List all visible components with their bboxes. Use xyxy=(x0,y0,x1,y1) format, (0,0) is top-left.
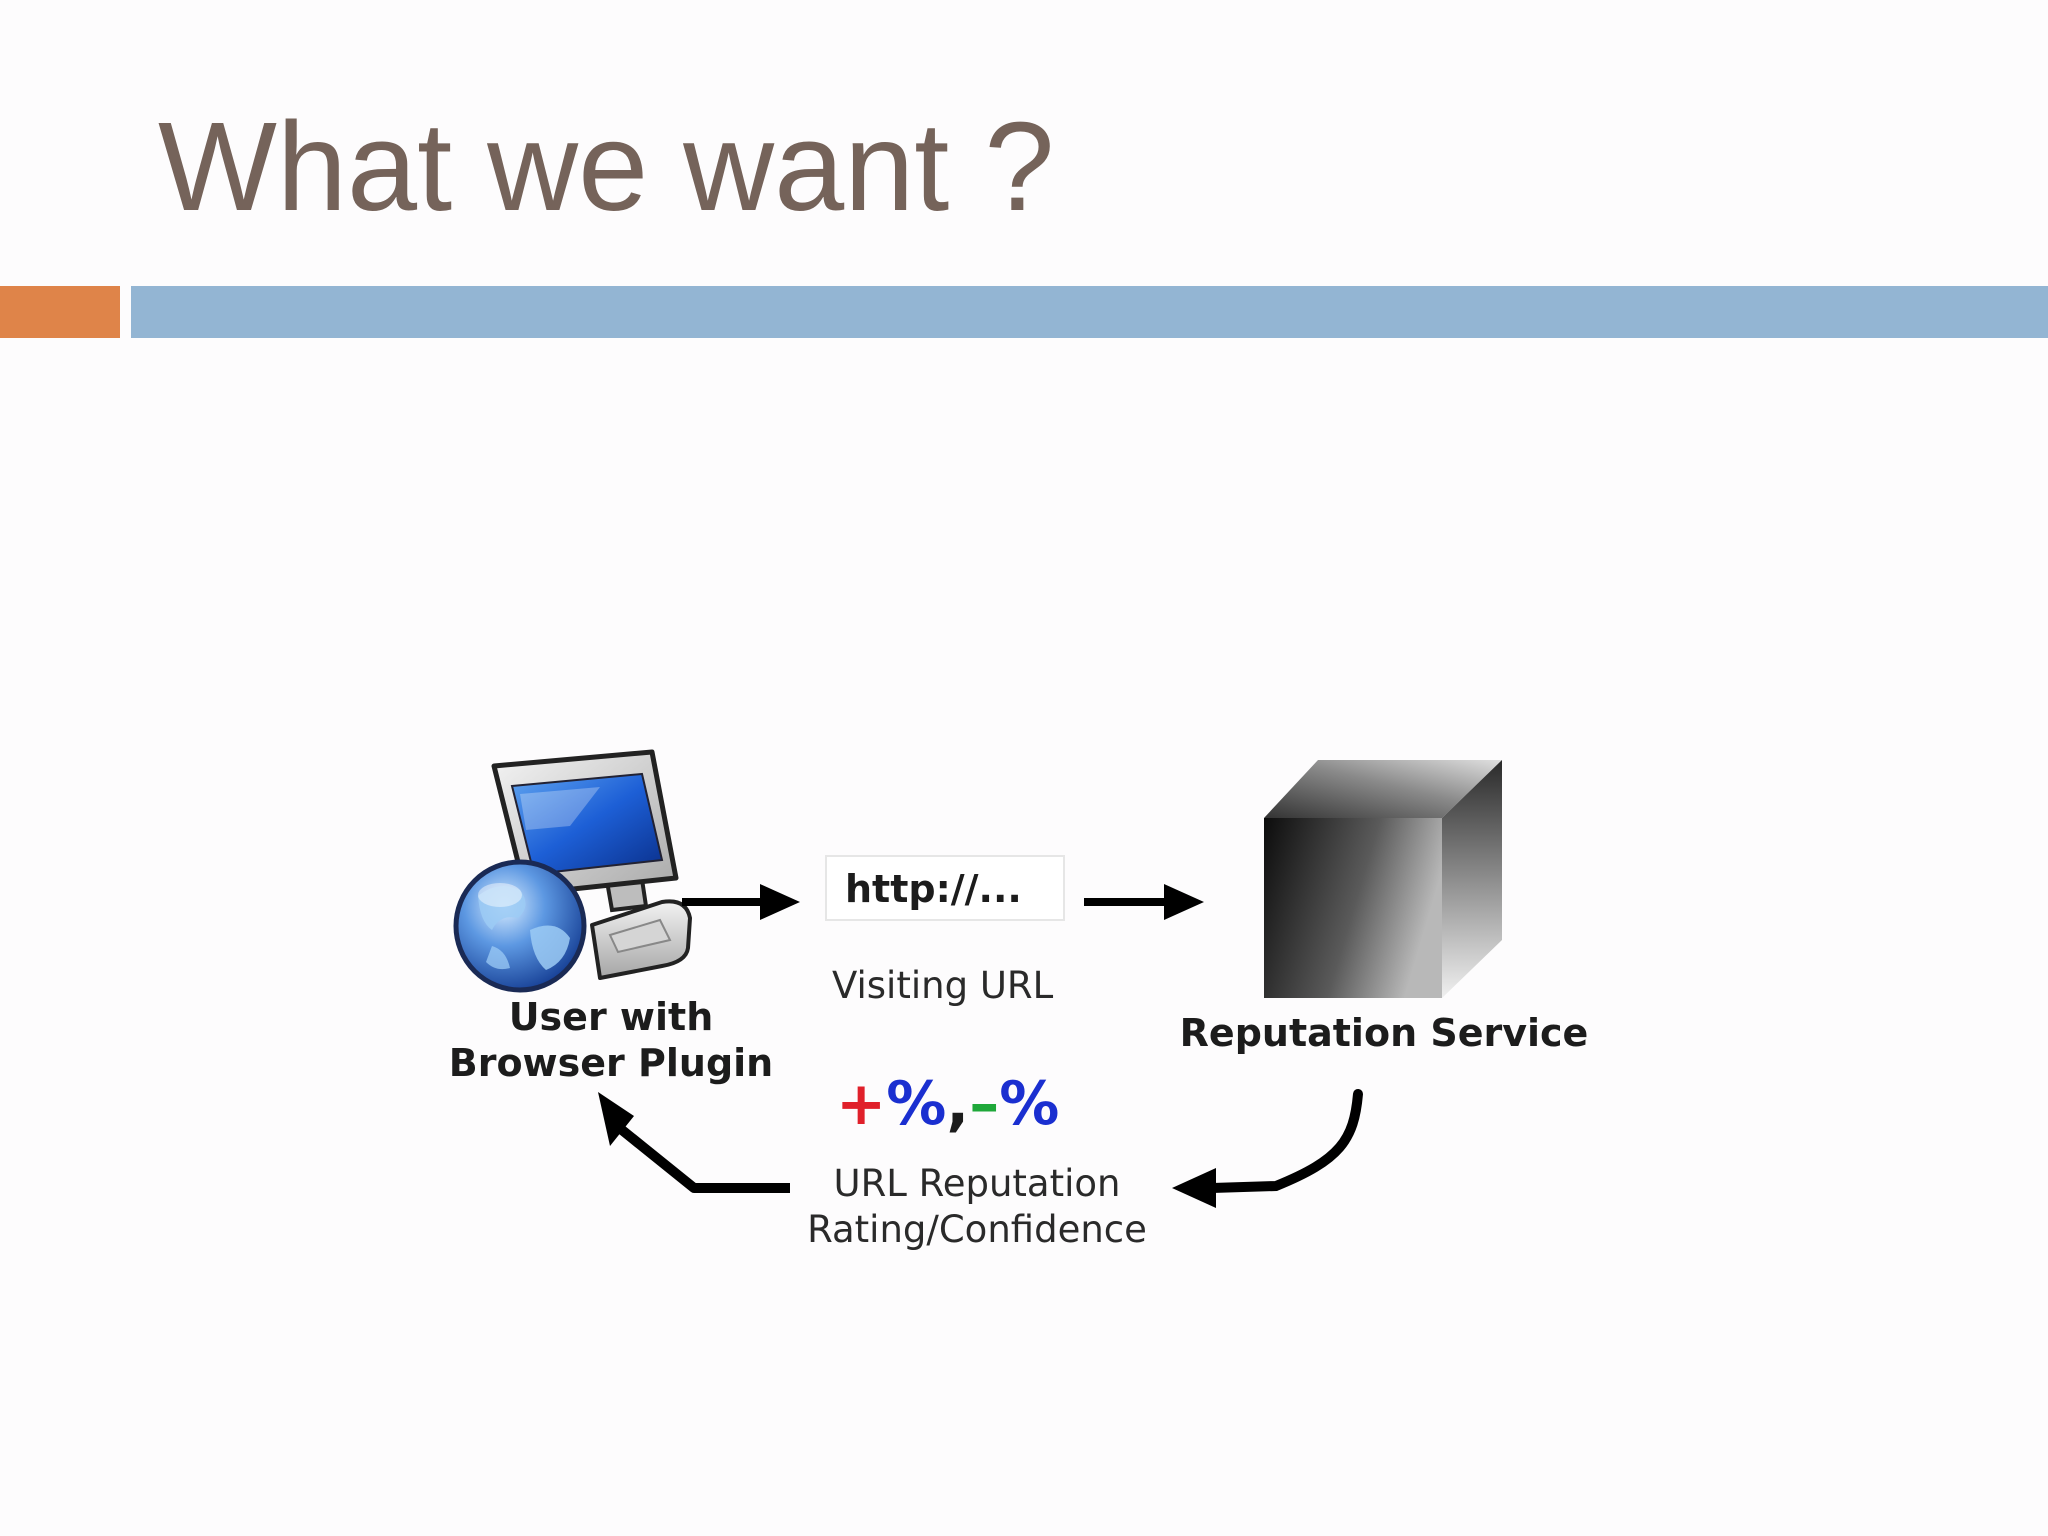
rating-plus: + xyxy=(836,1069,886,1139)
arrow-right-icon xyxy=(682,884,800,920)
cube-server-icon xyxy=(1264,760,1502,998)
curved-arrow-up-left-icon xyxy=(598,1092,790,1193)
title-accent-bar-orange xyxy=(0,286,120,338)
url-text: http://... xyxy=(845,867,1022,911)
arrow-right-icon xyxy=(1084,884,1204,920)
visiting-url-label: Visiting URL xyxy=(832,964,1054,1007)
user-label-line1: User with xyxy=(509,995,714,1039)
title-accent-bar-blue xyxy=(131,286,2048,338)
curved-arrow-left-icon xyxy=(1172,1089,1363,1208)
reputation-label-line1: URL Reputation xyxy=(834,1162,1121,1205)
user-label-line2: Browser Plugin xyxy=(449,1041,773,1085)
rating-percent-negative: % xyxy=(999,1069,1059,1139)
url-box xyxy=(825,855,1065,921)
rating-comma: , xyxy=(946,1069,969,1139)
reputation-service-label: Reputation Service xyxy=(1180,1011,1589,1055)
rating-minus: – xyxy=(969,1069,999,1139)
slide-title: What we want ? xyxy=(158,96,1055,237)
rating-symbols: +%,–% xyxy=(836,1069,1059,1139)
reputation-label-line2: Rating/Confidence xyxy=(807,1208,1147,1251)
rating-percent-positive: % xyxy=(886,1069,946,1139)
computer-with-globe-icon xyxy=(453,749,692,993)
